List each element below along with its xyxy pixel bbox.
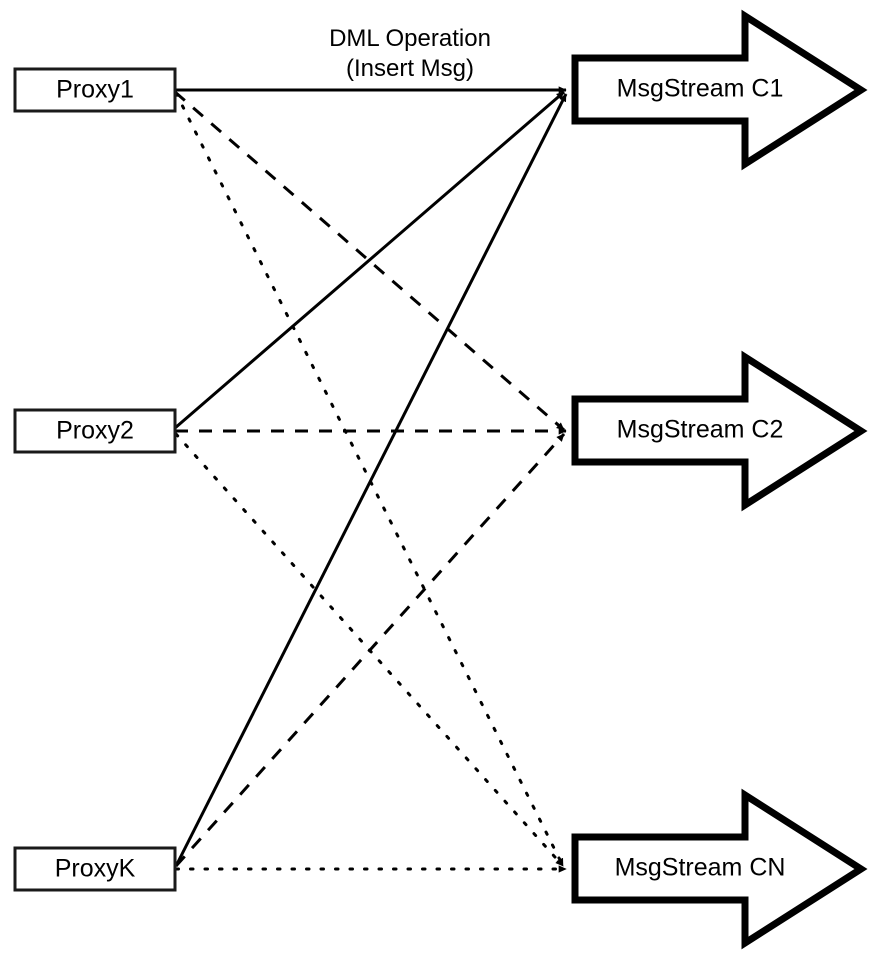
- proxy-node-proxy1[interactable]: Proxy1: [13, 67, 177, 113]
- cn-label: MsgStream CN: [615, 854, 786, 882]
- edge-label-line2: (Insert Msg): [346, 55, 474, 82]
- edge-label-dml-operation: DML Operation (Insert Msg): [329, 25, 491, 82]
- c1-block-arrow-icon[interactable]: [571, 9, 868, 171]
- link-proxy1-to-cn[interactable]: [174, 91, 565, 868]
- stream-node-cn[interactable]: MsgStream CN: [571, 788, 868, 950]
- link-proxyk-to-c2[interactable]: [174, 432, 566, 868]
- proxyk-label: ProxyK: [55, 855, 136, 883]
- stream-node-c2[interactable]: MsgStream C2: [571, 350, 868, 512]
- connection-lines: [174, 86, 568, 873]
- cn-block-arrow-icon[interactable]: [571, 788, 868, 950]
- stream-node-c1[interactable]: MsgStream C1: [571, 9, 868, 171]
- link-proxyk-to-c1[interactable]: [174, 93, 568, 867]
- proxy-node-proxyk[interactable]: ProxyK: [13, 846, 177, 892]
- proxyk-box[interactable]: [13, 846, 177, 892]
- proxy1-label: Proxy1: [56, 76, 134, 104]
- link-proxy2-to-c1[interactable]: [174, 90, 565, 430]
- edge-label-line1: DML Operation: [329, 25, 491, 52]
- proxy1-box[interactable]: [13, 67, 177, 113]
- proxy2-box[interactable]: [13, 408, 177, 454]
- proxy-node-proxy2[interactable]: Proxy2: [13, 408, 177, 454]
- c1-label: MsgStream C1: [617, 75, 784, 103]
- c2-label: MsgStream C2: [617, 416, 784, 444]
- c2-block-arrow-icon[interactable]: [571, 350, 868, 512]
- proxy2-label: Proxy2: [56, 417, 134, 445]
